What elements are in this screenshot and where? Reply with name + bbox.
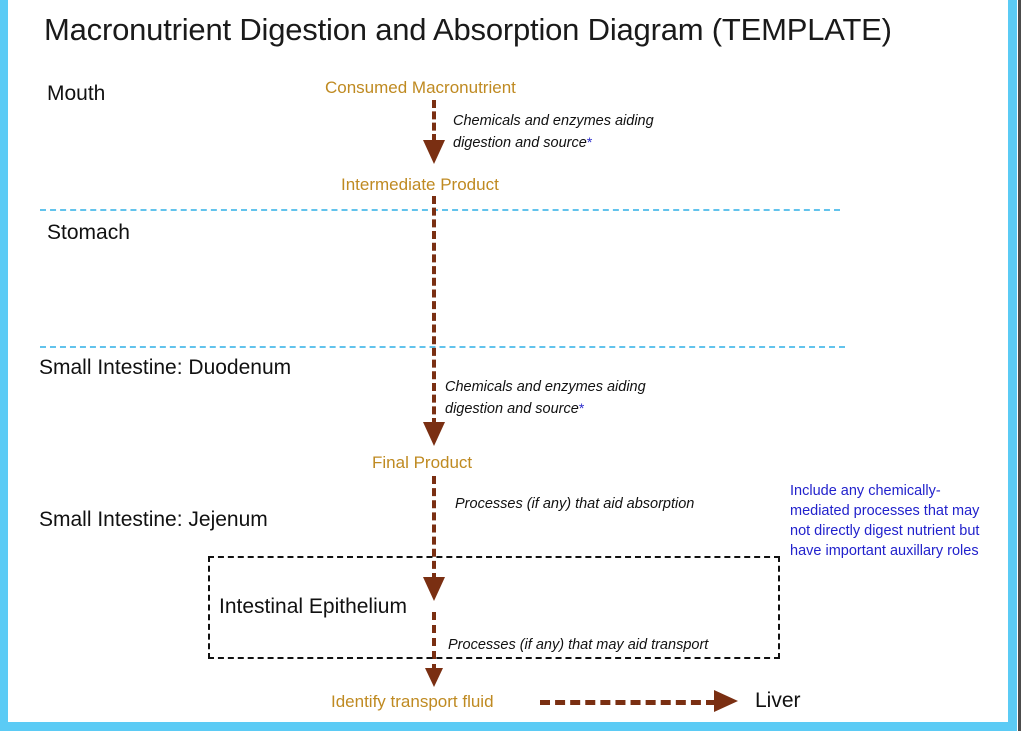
- page-title: Macronutrient Digestion and Absorption D…: [44, 12, 892, 47]
- organ-divider-mouth-stomach: [40, 209, 840, 211]
- flow-arrow-shaft-mouth: [432, 100, 436, 142]
- flow-arrow-shaft-stomach-duodenum: [432, 196, 436, 426]
- annotation-duodenum-asterisk: *: [578, 400, 585, 417]
- organ-label-mouth: Mouth: [47, 82, 106, 105]
- product-label-final-product: Final Product: [372, 453, 473, 472]
- annotation-absorption-processes: Processes (if any) that aid absorption: [455, 496, 695, 512]
- slide-frame-left-band: [0, 0, 8, 731]
- annotation-duodenum-enzymes: Chemicals and enzymes aiding digestion a…: [445, 377, 725, 420]
- organ-divider-stomach-duodenum: [40, 346, 845, 348]
- flow-arrowhead-mouth-icon: [423, 140, 445, 164]
- slide-frame-edge-line: [1018, 0, 1021, 731]
- annotation-mouth-line2: digestion and source: [453, 135, 587, 152]
- slide-frame-right-band: [1008, 0, 1017, 731]
- intestinal-epithelium-label: Intestinal Epithelium: [219, 595, 407, 618]
- flow-arrowhead-duodenum-icon: [423, 422, 445, 446]
- annotation-mouth-line1: Chemicals and enzymes aiding: [453, 113, 654, 129]
- organ-label-stomach: Stomach: [47, 221, 130, 244]
- callout-auxillary-roles: Include any chemically-mediated processe…: [790, 483, 980, 559]
- flow-arrow-shaft-transport: [432, 612, 436, 672]
- annotation-transport-processes: Processes (if any) that may aid transpor…: [448, 637, 709, 653]
- flow-arrow-shaft-absorption: [432, 476, 436, 581]
- annotation-duodenum-line2: digestion and source: [445, 401, 579, 418]
- organ-label-duodenum: Small Intestine: Duodenum: [39, 356, 292, 379]
- flow-arrowhead-transport-icon: [425, 668, 443, 687]
- annotation-mouth-asterisk: *: [586, 134, 593, 151]
- annotation-duodenum-line1: Chemicals and enzymes aiding: [445, 379, 646, 395]
- intestinal-epithelium-box: [208, 556, 780, 659]
- slide-frame-bottom-band: [0, 722, 1017, 731]
- product-label-transport-fluid: Identify transport fluid: [331, 692, 494, 711]
- flow-arrowhead-absorption-icon: [423, 577, 445, 601]
- transport-arrowhead-liver-icon: [714, 690, 738, 712]
- organ-label-jejunum: Small Intestine: Jejenum: [39, 508, 268, 531]
- product-label-consumed-macronutrient: Consumed Macronutrient: [325, 78, 516, 97]
- transport-arrow-shaft-liver: [540, 700, 716, 705]
- destination-label-liver: Liver: [755, 689, 801, 712]
- annotation-mouth-enzymes: Chemicals and enzymes aiding digestion a…: [453, 111, 733, 154]
- product-label-intermediate-product: Intermediate Product: [341, 175, 499, 194]
